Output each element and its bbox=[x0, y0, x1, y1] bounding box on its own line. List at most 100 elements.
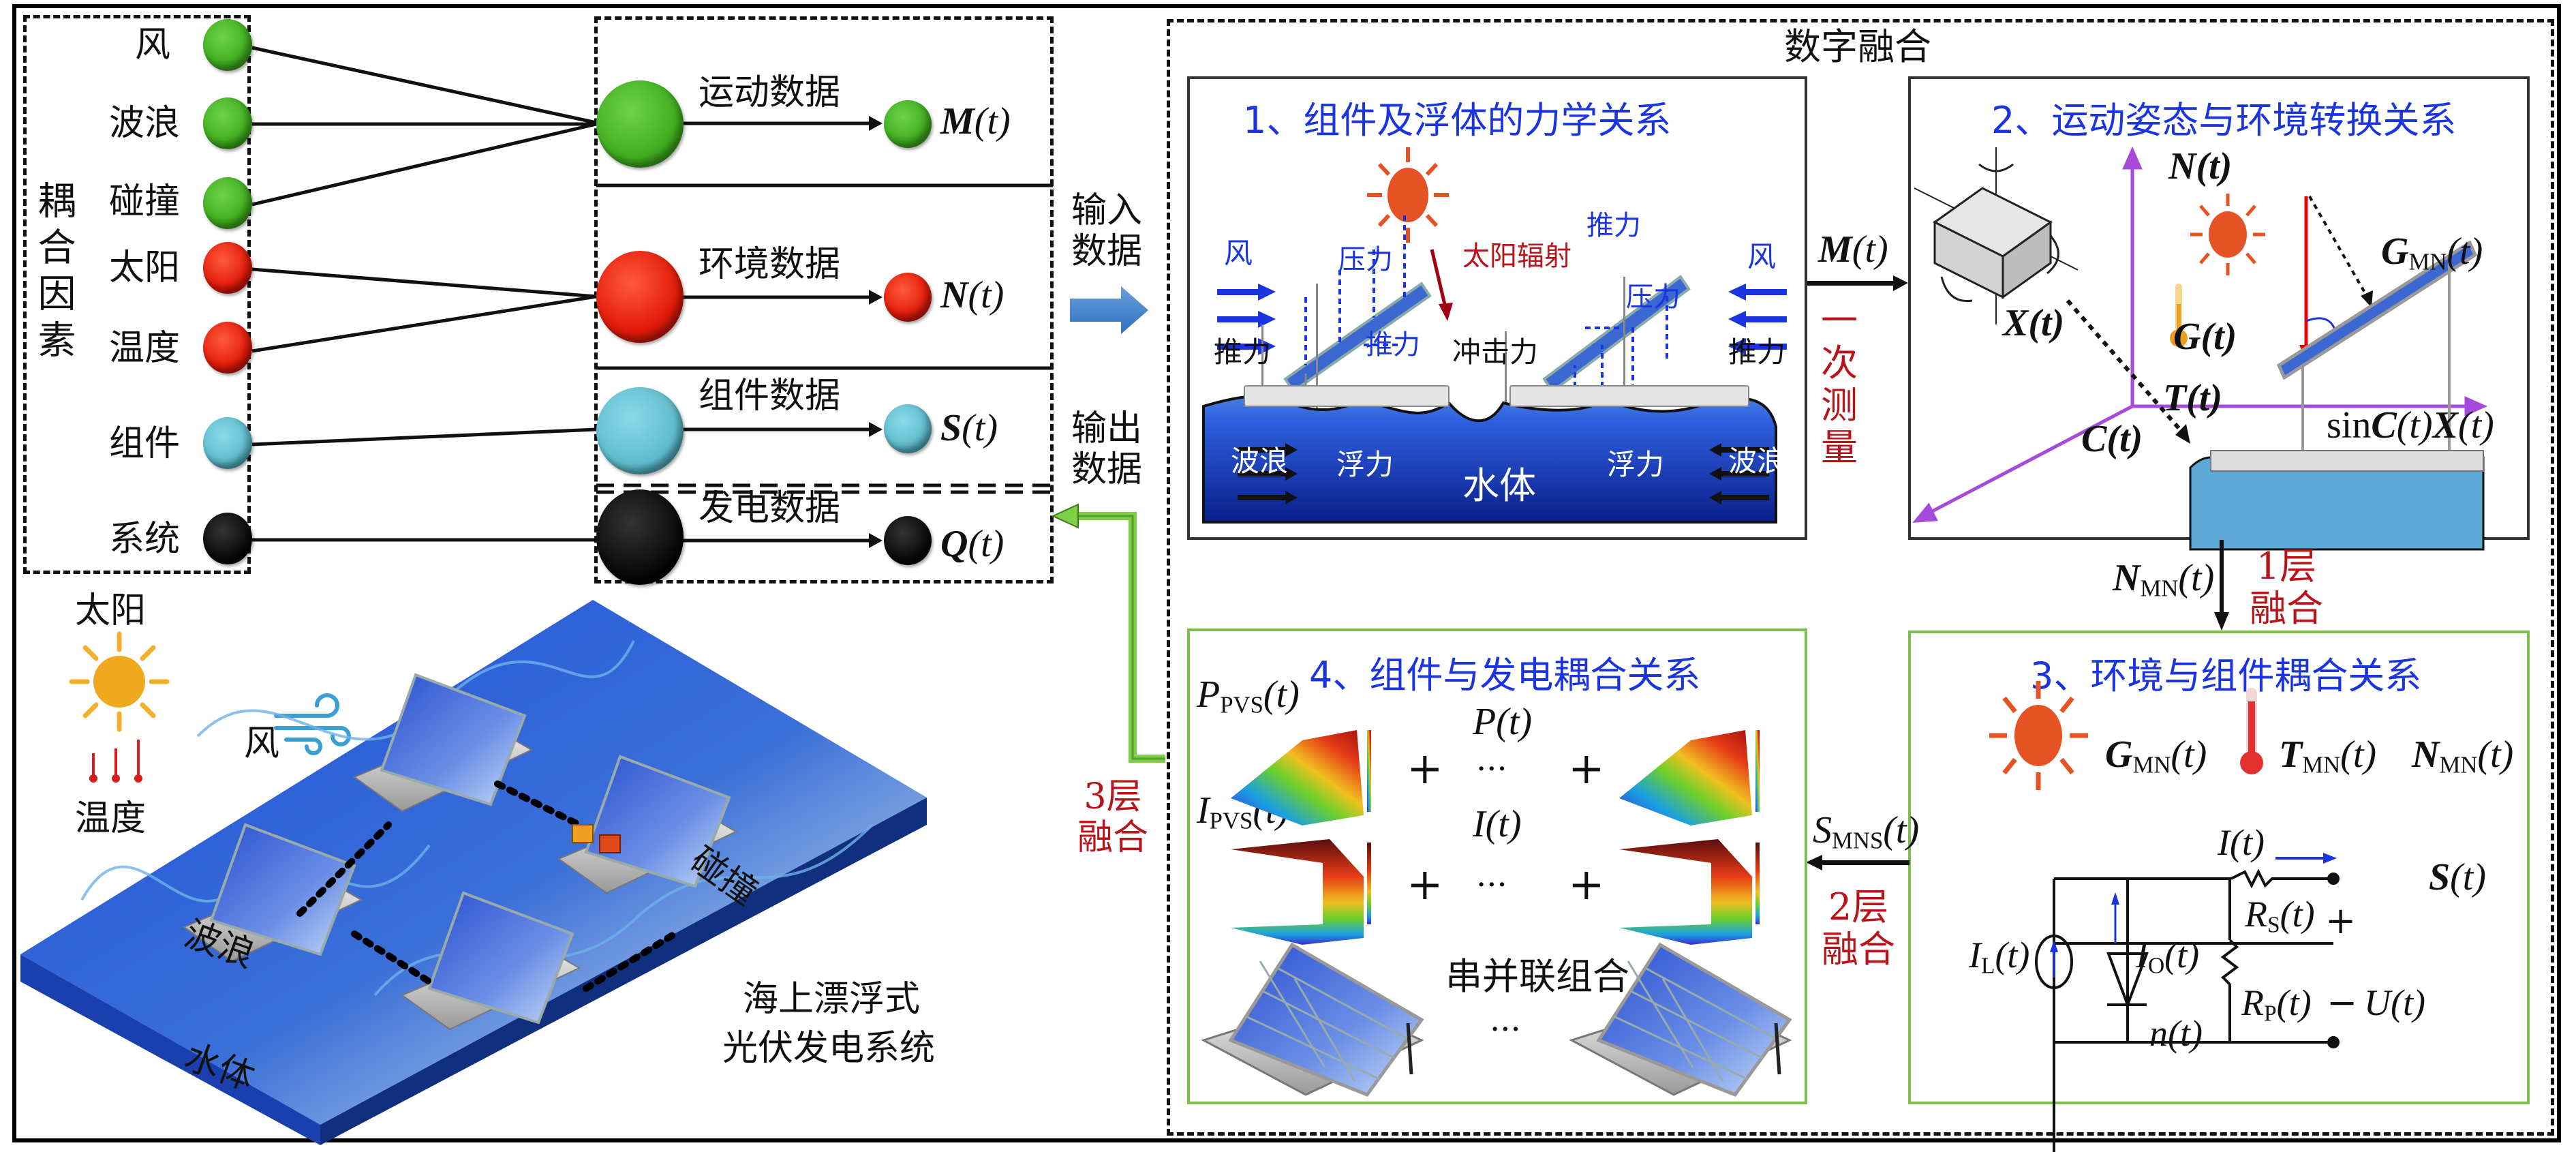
output-node-motion bbox=[884, 100, 932, 148]
symbol-s: S bbox=[940, 407, 962, 449]
arrowhead-component bbox=[869, 422, 883, 437]
arg-t: (t) bbox=[962, 407, 998, 449]
panel-env-component: 3、环境与组件耦合关系 GMN(t) TMN(t) NMN(t) bbox=[1908, 631, 2530, 1152]
n-t-label: N(t) bbox=[2168, 145, 2233, 187]
factor-label-system: 系统 bbox=[109, 519, 181, 560]
water-label: 水体 bbox=[1462, 464, 1536, 507]
wind-icon bbox=[274, 693, 351, 755]
t-t-label: T(t) bbox=[2163, 377, 2223, 419]
arg-t: (t) bbox=[1995, 935, 2030, 975]
data-label-motion: 运动数据 bbox=[699, 72, 841, 113]
layer3-fusion-label: 3层融合 bbox=[1077, 776, 1148, 858]
data-node-component bbox=[596, 387, 684, 474]
symbol-m: M bbox=[1818, 228, 1852, 271]
data-node-power bbox=[596, 489, 684, 585]
wind-arrows-right bbox=[1728, 284, 1787, 355]
data-categories-box bbox=[594, 16, 1054, 583]
arg-t: (t) bbox=[968, 523, 1005, 565]
subscript-mn: MN bbox=[2132, 751, 2171, 778]
factor-node-temperature bbox=[203, 322, 252, 374]
first-measurement-label: 一次测量 bbox=[1821, 299, 1858, 470]
subscript-mns: MNS bbox=[1832, 827, 1884, 854]
digital-fusion-title: 数字融合 bbox=[1779, 29, 1937, 65]
panel-attitude: 2、运动姿态与环境转换关系 X(t) N(t) G(t) bbox=[1908, 76, 2530, 551]
symbol-n: N bbox=[2412, 733, 2440, 776]
terminal-negative bbox=[2327, 1036, 2340, 1048]
subscript-mn: MN bbox=[2140, 575, 2179, 602]
symbol-g: G bbox=[2105, 733, 2133, 776]
layer1-fusion-label: 1层融合 bbox=[2250, 545, 2323, 631]
wave-left-label: 波浪 bbox=[1231, 444, 1289, 478]
thermometer-icons bbox=[89, 740, 142, 783]
symbol-s: S bbox=[1813, 809, 1832, 851]
radiation-arrow bbox=[1430, 249, 1453, 321]
u-t-label: U(t) bbox=[2364, 982, 2425, 1023]
thrust-right-label: 推力 bbox=[1586, 210, 1641, 241]
support-post bbox=[1316, 284, 1318, 440]
symbol-g: G bbox=[2381, 230, 2409, 273]
coordinate-axes bbox=[1912, 146, 2488, 551]
t-mn-label: TMN(t) bbox=[2279, 736, 2376, 777]
ellipsis: ··· bbox=[1476, 866, 1507, 904]
subscript-mn: MN bbox=[2302, 751, 2341, 778]
factor-label-waves: 波浪 bbox=[109, 103, 181, 144]
output-label-motion: M(t) bbox=[940, 102, 1011, 140]
symbol-c: C bbox=[2371, 404, 2397, 446]
io-label: IO(t) bbox=[2136, 937, 2199, 977]
thermometer-icon bbox=[2240, 688, 2263, 774]
output-label-power: Q(t) bbox=[940, 525, 1004, 563]
data-label-power: 发电数据 bbox=[699, 488, 841, 529]
plus-sign: + bbox=[2325, 899, 2357, 942]
thrust-edge-right-label: 推力 bbox=[1728, 335, 1786, 369]
scene-caption-1: 海上漂浮式 bbox=[743, 979, 921, 1020]
plus-sign: + bbox=[1568, 744, 1605, 794]
support-post bbox=[1623, 277, 1625, 440]
circuit bbox=[2035, 853, 2340, 1048]
water-body bbox=[1202, 385, 1777, 524]
buoyancy-right-label: 浮力 bbox=[1607, 448, 1665, 481]
subscript-o: O bbox=[2147, 953, 2165, 979]
floating-pv-scene bbox=[20, 600, 927, 1145]
data-node-env bbox=[596, 251, 684, 343]
diode-icon bbox=[2106, 952, 2149, 1009]
g-mn-label: GMN(t) bbox=[2105, 736, 2207, 777]
arg-t: (t) bbox=[968, 274, 1005, 316]
arrowhead-motion bbox=[869, 116, 883, 131]
pv-module bbox=[352, 673, 534, 813]
solar-radiation-label: 太阳辐射 bbox=[1462, 241, 1571, 272]
output-node-component bbox=[884, 404, 932, 453]
m-t-label: M(t) bbox=[1818, 230, 1888, 269]
arrowhead-env bbox=[869, 290, 883, 305]
power-surface-plot-2 bbox=[1619, 730, 1760, 825]
thrust-left-label: 推力 bbox=[1366, 329, 1420, 361]
link-sun-env bbox=[251, 267, 597, 299]
scene-temperature-label: 温度 bbox=[75, 798, 147, 839]
factor-label-temperature: 温度 bbox=[109, 328, 181, 369]
input-arrow-icon bbox=[1070, 286, 1148, 334]
factor-label-sun: 太阳 bbox=[109, 247, 181, 288]
panel-mechanics-title: 1、组件及浮体的力学关系 bbox=[1243, 99, 1672, 142]
factor-node-sun bbox=[203, 242, 252, 294]
plus-sign: + bbox=[1407, 744, 1443, 794]
subscript-mn: MN bbox=[2439, 751, 2478, 778]
output-node-power bbox=[884, 516, 932, 565]
sun-icon bbox=[1989, 681, 2088, 790]
arg-t: (t) bbox=[2457, 404, 2494, 446]
symbol-m: M bbox=[940, 100, 975, 142]
coupling-factors-label: 耦合因素 bbox=[31, 181, 76, 366]
symbol-n: N bbox=[940, 274, 968, 316]
link-collision-motion bbox=[251, 122, 597, 207]
arg-t: (t) bbox=[1883, 809, 1920, 851]
layer3-feedback-arrow bbox=[1051, 503, 1165, 763]
wave-right-label: 波浪 bbox=[1728, 444, 1786, 478]
plus-sign: + bbox=[1407, 860, 1443, 910]
factor-label-wind: 风 bbox=[135, 25, 171, 65]
i-t-label: I(t) bbox=[1473, 803, 1522, 845]
coupling-factors-box bbox=[23, 15, 251, 574]
symbol-t: T bbox=[2279, 733, 2303, 776]
power-surface-plot-1 bbox=[1231, 730, 1371, 825]
p-pvs-label: PPVS(t) bbox=[1197, 676, 1300, 717]
rs-label: RS(t) bbox=[2245, 896, 2315, 937]
scene-sun-label: 太阳 bbox=[75, 590, 147, 631]
s-t-label: S(t) bbox=[2429, 858, 2486, 896]
